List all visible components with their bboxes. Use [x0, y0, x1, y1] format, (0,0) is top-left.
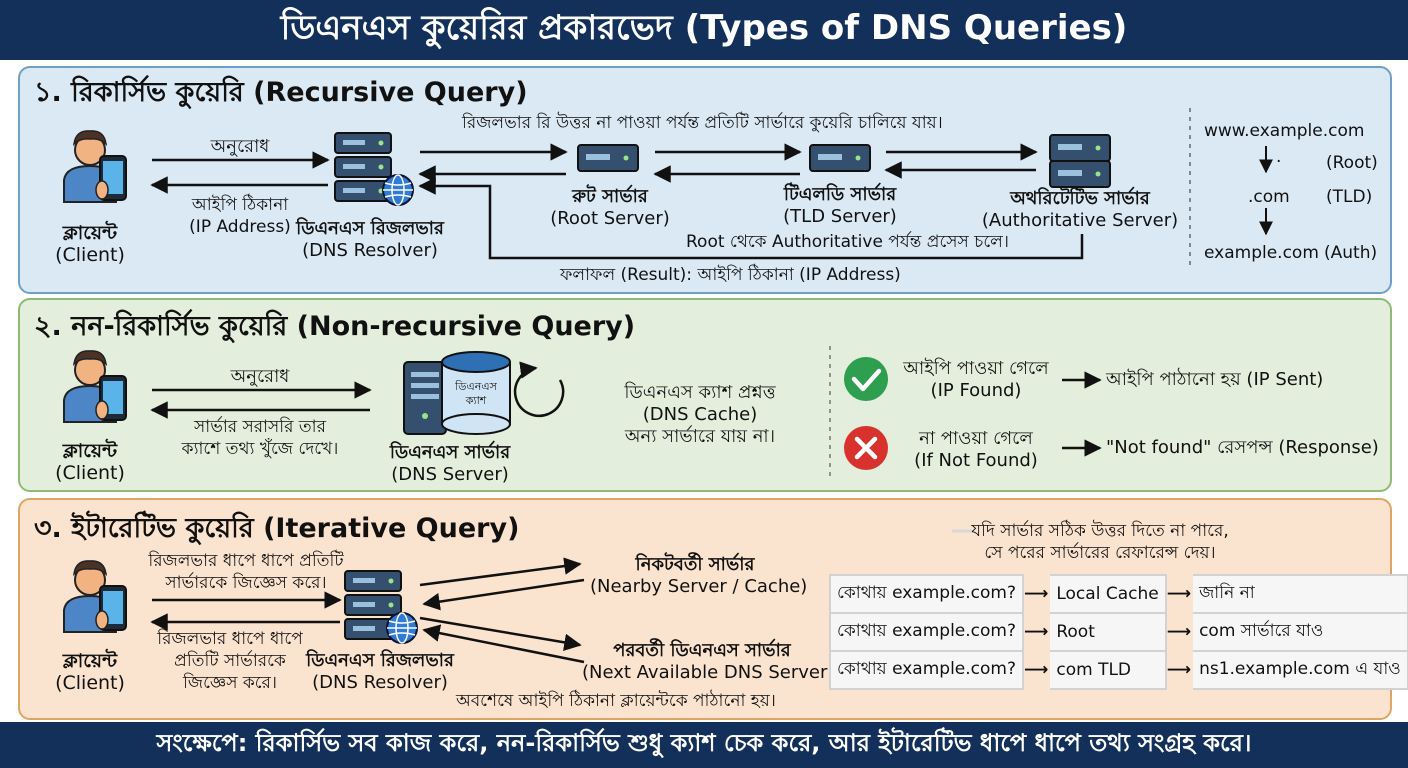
iterative-title: ৩. ইটারেটিভ কুয়েরি (Iterative Query): [34, 513, 520, 544]
arrow-right-icon: ⟶: [1021, 650, 1051, 690]
auth-server-icon: [1049, 134, 1111, 162]
database-icon: [441, 351, 511, 435]
client-label: ক্লায়েন্ট(Client): [55, 650, 125, 694]
auth-server-icon: [1049, 160, 1111, 188]
nonrecursive-panel: [18, 298, 1392, 492]
nonrecursive-title: ২. নন-রিকার্সিভ কুয়েরি (Non-recursive Q…: [34, 311, 636, 342]
page-title: ডিএনএস কুয়েরির প্রকারভেদ (Types of DNS …: [0, 0, 1408, 60]
client-label: ক্লায়েন্ট(Client): [55, 440, 125, 484]
hierarchy-tld-tag: (TLD): [1326, 187, 1373, 207]
table-row: কোথায় example.com? ⟶ Root ⟶ com সার্ভার…: [829, 612, 1408, 652]
auth-server-label: অথরিটেটিভ সার্ভার(Authoritative Server): [981, 188, 1179, 231]
tld-server-icon: [809, 144, 871, 172]
not-found-label: না পাওয়া গেলে(If Not Found): [914, 428, 1038, 471]
table-cell: জানি না: [1191, 574, 1408, 614]
table-row: কোথায় example.com? ⟶ com TLD ⟶ ns1.exam…: [829, 650, 1408, 690]
arrow-right-icon: ⟶: [1021, 612, 1051, 652]
arrow-right-icon: ⟶: [1021, 574, 1051, 614]
hierarchy-example: example.com: [1204, 243, 1319, 263]
ip-sent-label: আইপি পাঠানো হয় (IP Sent): [1106, 369, 1324, 390]
result-note: ফলাফল (Result): আইপি ঠিকানা (IP Address): [560, 265, 901, 285]
globe-icon: [386, 612, 418, 644]
root-server-label: রুট সার্ভার(Root Server): [550, 186, 670, 229]
table-cell: ns1.example.com এ যাও: [1191, 650, 1408, 690]
nearby-server-label: নিকটবর্তী সার্ভার(Nearby Server / Cache): [590, 554, 808, 597]
arrow-right-icon: ⟶: [1164, 574, 1194, 614]
dns-resolver-label: ডিএনএস রিজলভার(DNS Resolver): [306, 650, 454, 693]
root-server-icon: [577, 144, 639, 172]
ip-found-label: আইপি পাওয়া গেলে(IP Found): [903, 358, 1049, 401]
hierarchy-root-tag: (Root): [1326, 153, 1378, 173]
recursive-panel: [18, 66, 1392, 294]
table-cell: কোথায় example.com?: [829, 612, 1024, 652]
recursive-top-note: রিজলভার রি উত্তর না পাওয়া পর্যন্ত প্রতি…: [462, 113, 943, 133]
final-note: অবশেষে আইপি ঠিকানা ক্লায়েন্টকে পাঠানো হ…: [456, 691, 776, 711]
next-server-label: পরবর্তী ডিএনএস সার্ভার(Next Available DN…: [582, 640, 835, 683]
table-cell: কোথায় example.com?: [829, 574, 1024, 614]
hierarchy-dot: .: [1276, 147, 1282, 167]
iterative-request-label: রিজলভার ধাপে ধাপে প্রতিটিসার্ভারকে জিজ্ঞ…: [148, 551, 344, 593]
hierarchy-domain: www.example.com: [1204, 121, 1365, 141]
hierarchy-auth-tag: (Auth): [1324, 243, 1378, 263]
arrow-right-icon: ⟶: [1164, 612, 1194, 652]
request-label: অনুরোধ: [230, 366, 290, 387]
dns-server-tower-icon: [403, 361, 447, 435]
check-icon: [844, 357, 888, 401]
table-cell: Local Cache: [1048, 574, 1167, 614]
iterative-reply-label: রিজলভার ধাপে ধাপেপ্রতিটি সার্ভারকেজিজ্ঞে…: [157, 629, 303, 693]
table-cell: কোথায় example.com?: [829, 650, 1024, 690]
ip-address-label: আইপি ঠিকানা(IP Address): [189, 195, 291, 237]
referral-note: যদি সার্ভার সঠিক উত্তর দিতে না পারে,সে প…: [971, 521, 1229, 563]
summary-footer: সংক্ষেপে: রিকার্সিভ সব কাজ করে, নন-রিকার…: [0, 722, 1408, 768]
refresh-icon: [513, 361, 565, 418]
table-cell: com TLD: [1048, 650, 1167, 690]
dns-server-label: ডিএনএস সার্ভার(DNS Server): [389, 442, 511, 485]
client-icon: [63, 129, 127, 203]
cache-note: ডিএনএস ক্যাশ প্রশ্নত্ত(DNS Cache)অন্য সা…: [624, 382, 776, 447]
request-label: অনুরোধ: [210, 136, 270, 157]
table-cell: Root: [1048, 612, 1167, 652]
not-found-response-label: "Not found" রেসপন্স (Response): [1106, 437, 1379, 458]
client-icon: [63, 349, 127, 423]
recursive-title: ১. রিকার্সিভ কুয়েরি (Recursive Query): [34, 77, 528, 108]
client-icon: [63, 559, 127, 633]
hierarchy-com: .com: [1248, 187, 1290, 207]
cross-icon: [844, 426, 888, 470]
table-row: কোথায় example.com? ⟶ Local Cache ⟶ জানি…: [829, 574, 1408, 614]
dns-resolver-label: ডিএনএস রিজলভার(DNS Resolver): [296, 218, 444, 261]
client-label: ক্লায়েন্ট(Client): [55, 222, 125, 266]
tld-server-label: টিএলডি সার্ভার(TLD Server): [783, 184, 897, 227]
table-cell: com সার্ভারে যাও: [1191, 612, 1408, 652]
process-note: Root থেকে Authoritative পর্যন্ত প্রসেস চ…: [686, 232, 1009, 252]
globe-icon: [382, 174, 414, 206]
arrow-right-icon: ⟶: [1164, 650, 1194, 690]
referral-table: কোথায় example.com? ⟶ Local Cache ⟶ জানি…: [829, 574, 1408, 690]
